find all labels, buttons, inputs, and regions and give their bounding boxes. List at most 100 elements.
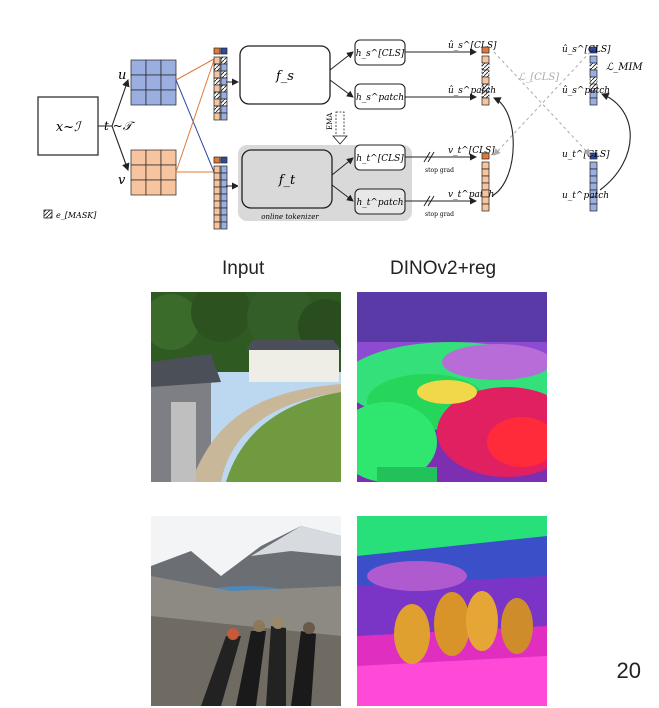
head-s-patch-label: h_s^patch xyxy=(356,93,404,103)
patch-token xyxy=(589,182,598,191)
patch-token xyxy=(213,56,221,65)
patch-token xyxy=(481,182,490,191)
patch-token xyxy=(481,203,490,212)
masked-token xyxy=(589,62,598,71)
masked-token xyxy=(213,91,221,100)
masked-token xyxy=(213,63,221,72)
patch-token xyxy=(481,189,490,198)
ema-arrow xyxy=(335,111,345,137)
patch-token xyxy=(589,69,598,78)
right-t-patch-label: u_t^patch xyxy=(562,191,609,201)
patch-token xyxy=(213,214,221,223)
grid-cell xyxy=(160,89,177,106)
view-v-grid xyxy=(130,149,177,196)
right-s-patch-label: û_s^patch xyxy=(562,85,610,96)
input-box xyxy=(37,96,99,156)
teacher-encoder-label: f_t xyxy=(278,173,296,188)
patch-token xyxy=(220,221,228,230)
patch-token xyxy=(220,214,228,223)
view-u-label: u xyxy=(118,68,126,83)
right-t-cls-label: u_t^[CLS] xyxy=(562,150,610,160)
patch-token xyxy=(213,179,221,188)
masked-token xyxy=(481,83,490,92)
dino-heading: DINOv2+reg xyxy=(390,258,497,279)
patch-token xyxy=(213,221,221,230)
grid-cell xyxy=(160,74,177,91)
masked-token xyxy=(220,56,228,65)
out-t-cls-label: v_t^[CLS] xyxy=(448,146,495,156)
page-number: 20 xyxy=(616,658,641,683)
patch-token xyxy=(589,55,598,64)
patch-token xyxy=(220,193,228,202)
grid-cell xyxy=(160,179,177,196)
patch-token xyxy=(220,172,228,181)
head-t-patch-label: h_t^patch xyxy=(356,198,403,208)
patch-token xyxy=(481,175,490,184)
patch-token xyxy=(213,165,221,174)
input-heading: Input xyxy=(222,258,265,279)
masked-token xyxy=(220,98,228,107)
head-t-cls-label: h_t^[CLS] xyxy=(356,154,404,164)
grid-cell xyxy=(130,179,147,196)
grid-cell xyxy=(145,164,162,181)
ibot-diagram: x~ℐ t ~𝒯 u v f_s f_t online tokenizer EM… xyxy=(37,39,643,230)
ema-label: EMA xyxy=(326,112,334,130)
patch-token xyxy=(220,105,228,114)
student-encoder-box xyxy=(239,45,331,105)
patch-token xyxy=(213,186,221,195)
right-s-cls-label: û_s^[CLS] xyxy=(562,44,611,55)
grid-cell xyxy=(130,89,147,106)
cls-token xyxy=(481,152,490,160)
grid-cell xyxy=(145,179,162,196)
grid-cell xyxy=(145,89,162,106)
masked-token xyxy=(481,90,490,99)
masked-token xyxy=(481,69,490,78)
patch-token xyxy=(481,55,490,64)
grid-cell xyxy=(145,74,162,91)
mask-legend-label: e_[MASK] xyxy=(56,211,97,220)
grid-cell xyxy=(145,149,162,166)
cls-token xyxy=(481,46,490,54)
masked-token xyxy=(481,62,490,71)
input-photo-chateau xyxy=(151,292,341,482)
cls-token xyxy=(589,46,598,54)
masked-token xyxy=(220,70,228,79)
input-label: x~ℐ xyxy=(56,120,82,135)
student-output-column xyxy=(481,46,490,106)
patch-token xyxy=(220,165,228,174)
patch-token xyxy=(481,161,490,170)
dino-map-mountains xyxy=(357,516,547,706)
patch-token xyxy=(220,186,228,195)
stop-grad-cls: stop grad xyxy=(425,167,454,174)
loss-mim-label: ℒ_MIM xyxy=(606,62,643,73)
patch-token xyxy=(589,203,598,212)
grid-cell xyxy=(145,59,162,76)
grid-cell xyxy=(130,164,147,181)
patch-token xyxy=(481,168,490,177)
patch-token xyxy=(220,207,228,216)
teacher-token-column xyxy=(213,156,228,230)
masked-token xyxy=(220,84,228,93)
masked-token xyxy=(213,105,221,114)
grid-cell xyxy=(130,74,147,91)
cls-token xyxy=(589,152,598,160)
cls-token xyxy=(213,156,221,164)
patch-token xyxy=(481,97,490,106)
online-tokenizer-label: online tokenizer xyxy=(261,213,319,221)
patch-token xyxy=(589,161,598,170)
cls-token xyxy=(213,47,221,55)
view-u-grid xyxy=(130,59,177,106)
patch-token xyxy=(213,70,221,79)
patch-token xyxy=(220,112,228,121)
cls-token xyxy=(220,156,228,164)
patch-token xyxy=(220,200,228,209)
patch-token xyxy=(220,63,228,72)
cls-token xyxy=(220,47,228,55)
right-teacher-column xyxy=(589,152,598,212)
patch-token xyxy=(213,172,221,181)
patch-token xyxy=(213,200,221,209)
patch-token xyxy=(213,84,221,93)
dino-map-chateau xyxy=(357,292,547,482)
patch-token xyxy=(213,98,221,107)
grid-cell xyxy=(160,164,177,181)
